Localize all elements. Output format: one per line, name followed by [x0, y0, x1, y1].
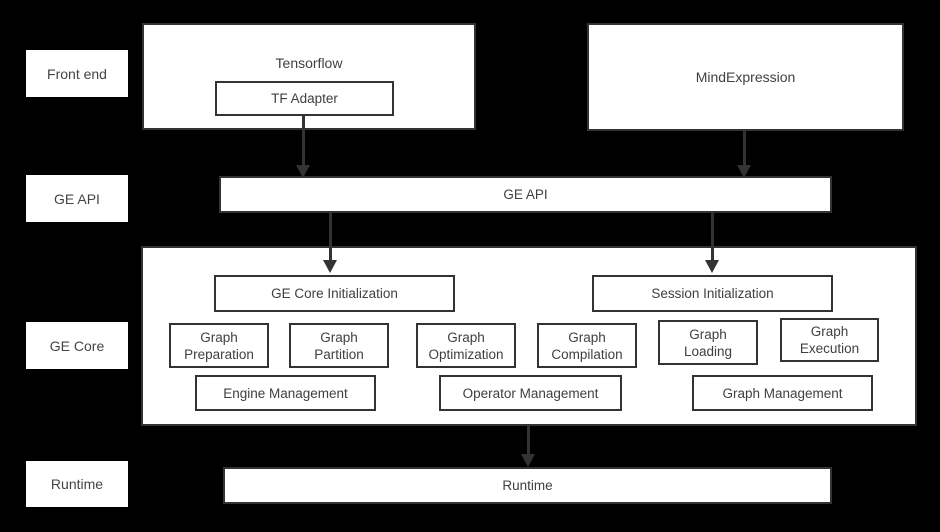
- row-label-ge-core: GE Core: [26, 322, 128, 369]
- graph-loading-box: Graph Loading: [658, 320, 758, 365]
- arrow-line: [710, 213, 714, 263]
- graph-preparation-box: Graph Preparation: [169, 323, 269, 368]
- session-initialization-box: Session Initialization: [592, 275, 833, 312]
- ge-core-initialization-box: GE Core Initialization: [214, 275, 455, 312]
- graph-execution-box: Graph Execution: [780, 318, 879, 362]
- ge-api-bar: GE API: [219, 176, 832, 213]
- arrow-line: [526, 426, 530, 457]
- row-label-ge-api: GE API: [26, 175, 128, 222]
- arrow-ge-core-to-runtime: [521, 426, 535, 467]
- tensorflow-box: Tensorflow TF Adapter: [142, 23, 476, 130]
- arrow-tf-adapter-to-ge-api: [296, 114, 310, 178]
- graph-compilation-box: Graph Compilation: [537, 323, 637, 368]
- graph-management-box: Graph Management: [692, 375, 873, 411]
- arrow-line: [328, 213, 332, 263]
- arrow-ge-api-to-session-initialization: [705, 213, 719, 273]
- row-label-front-end: Front end: [26, 50, 128, 97]
- arrow-line: [742, 131, 746, 168]
- arrow-ge-api-to-ge-core-initialization: [323, 213, 337, 273]
- mindexpression-box: MindExpression: [587, 23, 904, 131]
- operator-management-box: Operator Management: [439, 375, 622, 411]
- ge-core-container: GE Core Initialization Session Initializ…: [141, 246, 917, 426]
- arrow-head-icon: [521, 454, 535, 467]
- graph-partition-box: Graph Partition: [289, 323, 389, 368]
- arrow-mindexpression-to-ge-api: [737, 131, 751, 178]
- arrow-head-icon: [737, 165, 751, 178]
- row-label-runtime: Runtime: [26, 461, 128, 507]
- arrow-head-icon: [705, 260, 719, 273]
- graph-optimization-box: Graph Optimization: [416, 323, 516, 368]
- arrow-head-icon: [296, 165, 310, 178]
- engine-management-box: Engine Management: [195, 375, 376, 411]
- arrow-head-icon: [323, 260, 337, 273]
- tensorflow-label: Tensorflow: [275, 55, 343, 71]
- runtime-bar: Runtime: [223, 467, 832, 504]
- arrow-line: [301, 114, 305, 168]
- tf-adapter-box: TF Adapter: [215, 81, 394, 116]
